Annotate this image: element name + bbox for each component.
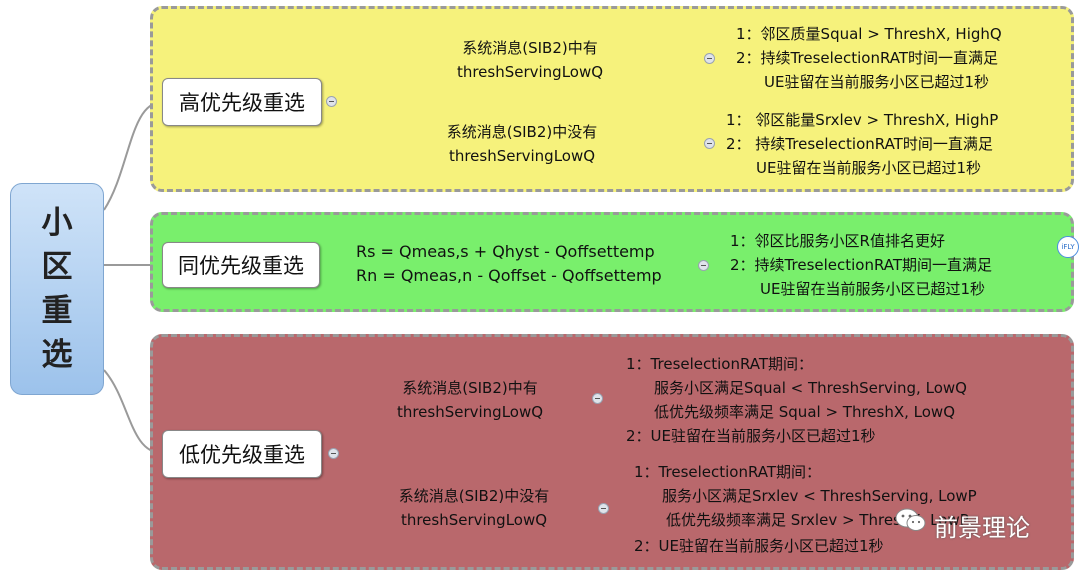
collapse-toggle-icon[interactable] (704, 138, 715, 149)
root-node[interactable]: 小 区 重 选 (10, 183, 104, 395)
rule-high-has-3: UE驻留在当前服务小区已超过1秒 (764, 73, 990, 91)
rule-low-has-4: 2：UE驻留在当前服务小区已超过1秒 (626, 427, 876, 445)
rule-same-1: 1：邻区比服务小区R值排名更好 (730, 232, 945, 250)
ifly-badge-icon[interactable]: iFLY (1057, 236, 1079, 258)
node-high-priority[interactable]: 高优先级重选 (162, 78, 322, 126)
collapse-toggle-icon[interactable] (698, 260, 709, 271)
rule-high-not-1: 1： 邻区能量Srxlev > ThreshX, HighP (726, 111, 999, 129)
node-same-priority[interactable]: 同优先级重选 (162, 242, 320, 288)
rule-low-not-3: 低优先级频率满足 Srxlev > ThreshX, LowP (666, 511, 969, 529)
formula-rs: Rs = Qmeas,s + Qhyst - Qoffsettemp (356, 242, 655, 261)
formula-rn: Rn = Qmeas,n - Qoffset - Qoffsettemp (356, 266, 662, 285)
collapse-toggle-icon[interactable] (704, 53, 715, 64)
condition-low-not: 系统消息(SIB2)中没有 threshServingLowQ (398, 487, 550, 529)
rule-low-has-3: 低优先级频率满足 Squal > ThreshX, LowQ (654, 403, 955, 421)
rule-low-not-2: 服务小区满足Srxlev < ThreshServing, LowP (662, 487, 977, 505)
rule-same-2: 2：持续TreselectionRAT期间一直满足 (730, 256, 993, 274)
rule-high-not-3: UE驻留在当前服务小区已超过1秒 (756, 159, 982, 177)
rule-high-has-1: 1：邻区质量Squal > ThreshX, HighQ (736, 25, 1002, 43)
collapse-toggle-icon[interactable] (328, 448, 339, 459)
collapse-toggle-icon[interactable] (592, 393, 603, 404)
rule-low-not-4: 2：UE驻留在当前服务小区已超过1秒 (634, 537, 884, 555)
rule-high-has-2: 2：持续TreselectionRAT时间一直满足 (736, 49, 999, 67)
root-char: 选 (41, 337, 73, 373)
condition-high-not: 系统消息(SIB2)中没有 threshServingLowQ (446, 123, 598, 165)
watermark-text: 前景理论 (934, 514, 1030, 542)
rule-high-not-2: 2： 持续TreselectionRAT时间一直满足 (726, 135, 993, 153)
rule-low-not-1: 1：TreselectionRAT期间： (634, 463, 822, 481)
rule-same-3: UE驻留在当前服务小区已超过1秒 (760, 280, 986, 298)
root-char: 区 (41, 249, 73, 285)
root-char: 重 (41, 293, 73, 329)
collapse-toggle-icon[interactable] (598, 503, 609, 514)
condition-high-has: 系统消息(SIB2)中有 threshServingLowQ (456, 39, 604, 81)
rule-low-has-2: 服务小区满足Squal < ThreshServing, LowQ (654, 379, 967, 397)
rule-low-has-1: 1：TreselectionRAT期间： (626, 355, 814, 373)
node-low-priority[interactable]: 低优先级重选 (162, 430, 322, 478)
collapse-toggle-icon[interactable] (326, 96, 337, 107)
root-char: 小 (41, 205, 73, 241)
condition-low-has: 系统消息(SIB2)中有 threshServingLowQ (396, 379, 544, 421)
wechat-icon (895, 508, 926, 531)
